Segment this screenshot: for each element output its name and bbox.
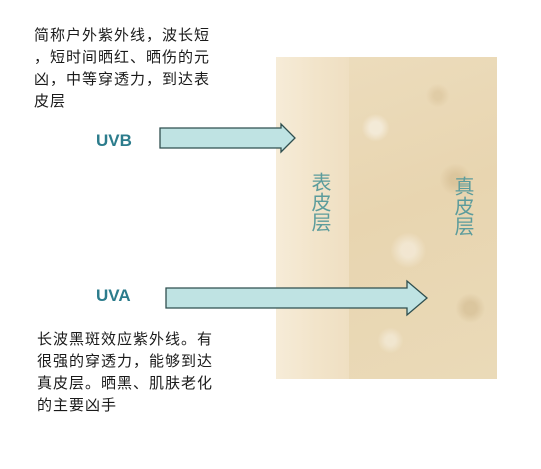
dermis-layer — [349, 57, 497, 379]
uva-description-line: 很强的穿透力，能够到达 — [37, 352, 214, 370]
uva-description-line: 的主要凶手 — [37, 396, 118, 414]
uvb-label: UVB — [96, 131, 132, 150]
uvb-description-line: 凶，中等穿透力，到达表 — [34, 70, 211, 88]
epidermis-label: 表皮层 — [308, 172, 332, 232]
epidermis-layer — [276, 57, 349, 379]
uvb-arrow — [159, 122, 296, 154]
uvb-description-line: ，短时间晒红、晒伤的元 — [34, 48, 211, 66]
dermis-label: 真皮层 — [451, 176, 475, 236]
uva-arrow — [165, 279, 429, 317]
uva-description: 长波黑斑效应紫外线。有 很强的穿透力，能够到达 真皮层。晒黑、肌肤老化 的主要凶… — [37, 328, 213, 416]
uvb-description-line: 皮层 — [34, 92, 67, 110]
uvb-description-line: 简称户外紫外线，波长短 — [34, 26, 211, 44]
uva-description-line: 真皮层。晒黑、肌肤老化 — [37, 374, 214, 392]
uvb-description: 简称户外紫外线，波长短 ，短时间晒红、晒伤的元 凶，中等穿透力，到达表 皮层 — [34, 24, 210, 112]
uva-description-line: 长波黑斑效应紫外线。有 — [37, 330, 214, 348]
uva-label: UVA — [96, 286, 131, 305]
